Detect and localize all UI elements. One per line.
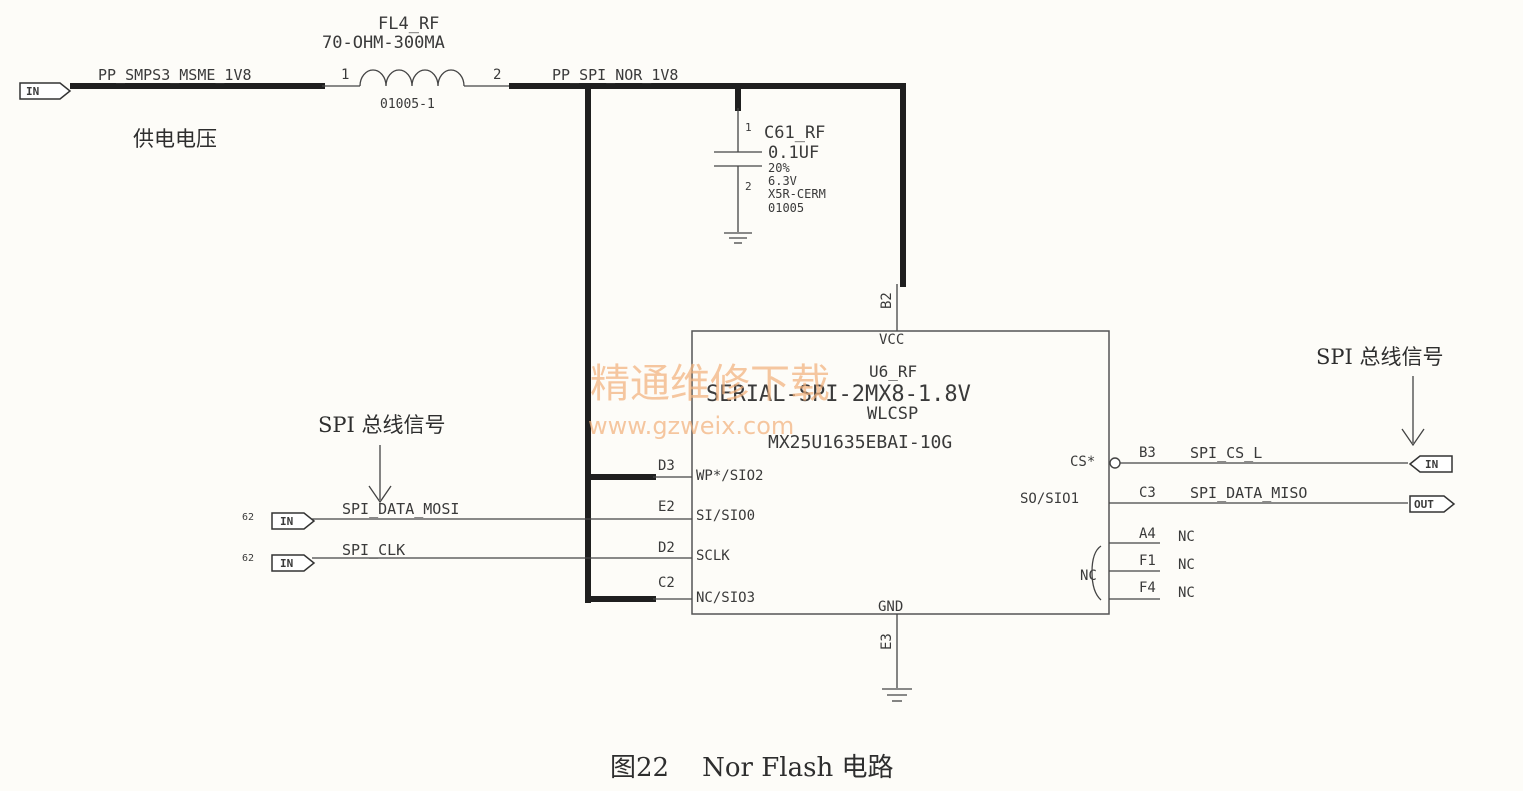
spi-annotation-right: SPI 总线信号 xyxy=(1316,345,1444,369)
chip-mpn: MX25U1635EBAI-10G xyxy=(768,432,952,453)
cap-voltage: 6.3V xyxy=(768,174,797,188)
cs-in-port: IN xyxy=(1408,455,1453,473)
chip-ground-icon xyxy=(882,688,912,702)
pin-f1-number: F1 xyxy=(1139,553,1156,569)
cap-ground-icon xyxy=(724,232,752,244)
left-pin-e2: E2 SI/SIO0 xyxy=(312,499,755,524)
pin-c3-name: SO/SIO1 xyxy=(1020,491,1079,507)
pin-e2-name: SI/SIO0 xyxy=(696,508,755,524)
cap-value: 0.1UF xyxy=(768,143,819,163)
gnd-pin-label: GND xyxy=(878,599,903,615)
cap-pin2: 2 xyxy=(745,180,752,193)
clk-in-port: 62 IN xyxy=(242,553,316,572)
cs-in-tag: IN xyxy=(1425,458,1438,471)
nc-pin-group: NC A4 NC F1 NC F4 NC xyxy=(1080,526,1195,601)
left-pin-d2: D2 SCLK xyxy=(312,540,730,564)
cap-dielectric: X5R-CERM xyxy=(768,187,826,201)
left-pin-c2: C2 NC/SIO3 xyxy=(585,575,755,606)
cs-inversion-bubble xyxy=(1109,457,1121,469)
miso-net-label: SPI_DATA_MISO xyxy=(1190,484,1307,502)
inductor-package: 01005-1 xyxy=(380,97,435,112)
pin-d3-number: D3 xyxy=(658,458,675,474)
pin-f4-nc: NC xyxy=(1178,585,1195,601)
vcc-pin-label: VCC xyxy=(879,332,904,348)
clk-in-tag: IN xyxy=(280,557,293,570)
vcc-pin-number: B2 xyxy=(879,292,895,309)
watermark-text: 精通维修下载 xyxy=(590,361,830,407)
cap-pin1: 1 xyxy=(745,121,752,134)
supply-in-port: IN xyxy=(19,82,72,100)
inductor-pin1: 1 xyxy=(341,67,349,83)
pin-c3-number: C3 xyxy=(1139,485,1156,501)
miso-out-tag: OUT xyxy=(1414,498,1434,511)
inductor-ref: FL4_RF xyxy=(378,14,439,34)
chip-package: WLCSP xyxy=(867,404,918,424)
pin-d2-name: SCLK xyxy=(696,548,730,564)
arrow-down-icon xyxy=(368,445,392,504)
mosi-in-tag: IN xyxy=(280,515,293,528)
mosi-page-ref: 62 xyxy=(242,512,254,523)
mosi-in-port: 62 IN xyxy=(242,512,316,530)
left-pin-d3: D3 WP*/SIO2 xyxy=(585,458,763,484)
cs-net-label: SPI_CS_L xyxy=(1190,444,1262,462)
watermark-url: www.gzweix.com xyxy=(588,412,794,440)
pin-a4-nc: NC xyxy=(1178,529,1195,545)
spi-annotation-left: SPI 总线信号 xyxy=(318,413,446,437)
pin-f4-number: F4 xyxy=(1139,580,1156,596)
mosi-net-label: SPI_DATA_MOSI xyxy=(342,500,459,518)
pin-b3-number: B3 xyxy=(1139,445,1156,461)
inductor-value: 70-OHM-300MA xyxy=(322,33,445,53)
pin-d2-number: D2 xyxy=(658,540,675,556)
inductor-pin2: 2 xyxy=(493,67,501,83)
pin-c2-name: NC/SIO3 xyxy=(696,590,755,606)
cap-package: 01005 xyxy=(768,201,804,215)
clk-page-ref: 62 xyxy=(242,553,254,564)
nc-group-label: NC xyxy=(1080,568,1097,584)
chip-body xyxy=(691,330,1110,615)
cap-tolerance: 20% xyxy=(768,161,790,175)
right-pin-c3: SO/SIO1 C3 xyxy=(1020,485,1408,507)
pin-e2-number: E2 xyxy=(658,499,675,515)
right-pin-b3: CS* B3 xyxy=(1070,445,1408,470)
supply-voltage-label: 供电电压 xyxy=(133,127,217,151)
arrow-down-icon xyxy=(1401,376,1425,447)
pin-f1-nc: NC xyxy=(1178,557,1195,573)
clk-net-label: SPI_CLK xyxy=(342,541,405,559)
pin-b3-name: CS* xyxy=(1070,454,1095,470)
miso-out-port: OUT xyxy=(1409,495,1456,513)
pin-a4-number: A4 xyxy=(1139,526,1156,542)
spi-nor-net-label: PP_SPI_NOR_1V8 xyxy=(552,66,678,84)
inductor-coil-icon xyxy=(359,69,465,87)
chip-part-name: SERIAL-SPI-2MX8-1.8V xyxy=(706,382,971,407)
pin-c2-number: C2 xyxy=(658,575,675,591)
figure-caption: 图22 Nor Flash 电路 xyxy=(610,753,893,783)
cap-ref: C61_RF xyxy=(764,123,825,143)
supply-in-tag: IN xyxy=(26,85,39,98)
supply-net-label: PP_SMPS3_MSME_1V8 xyxy=(98,66,252,84)
gnd-pin-number: E3 xyxy=(879,633,895,650)
pin-d3-name: WP*/SIO2 xyxy=(696,468,763,484)
chip-ref: U6_RF xyxy=(869,362,917,381)
